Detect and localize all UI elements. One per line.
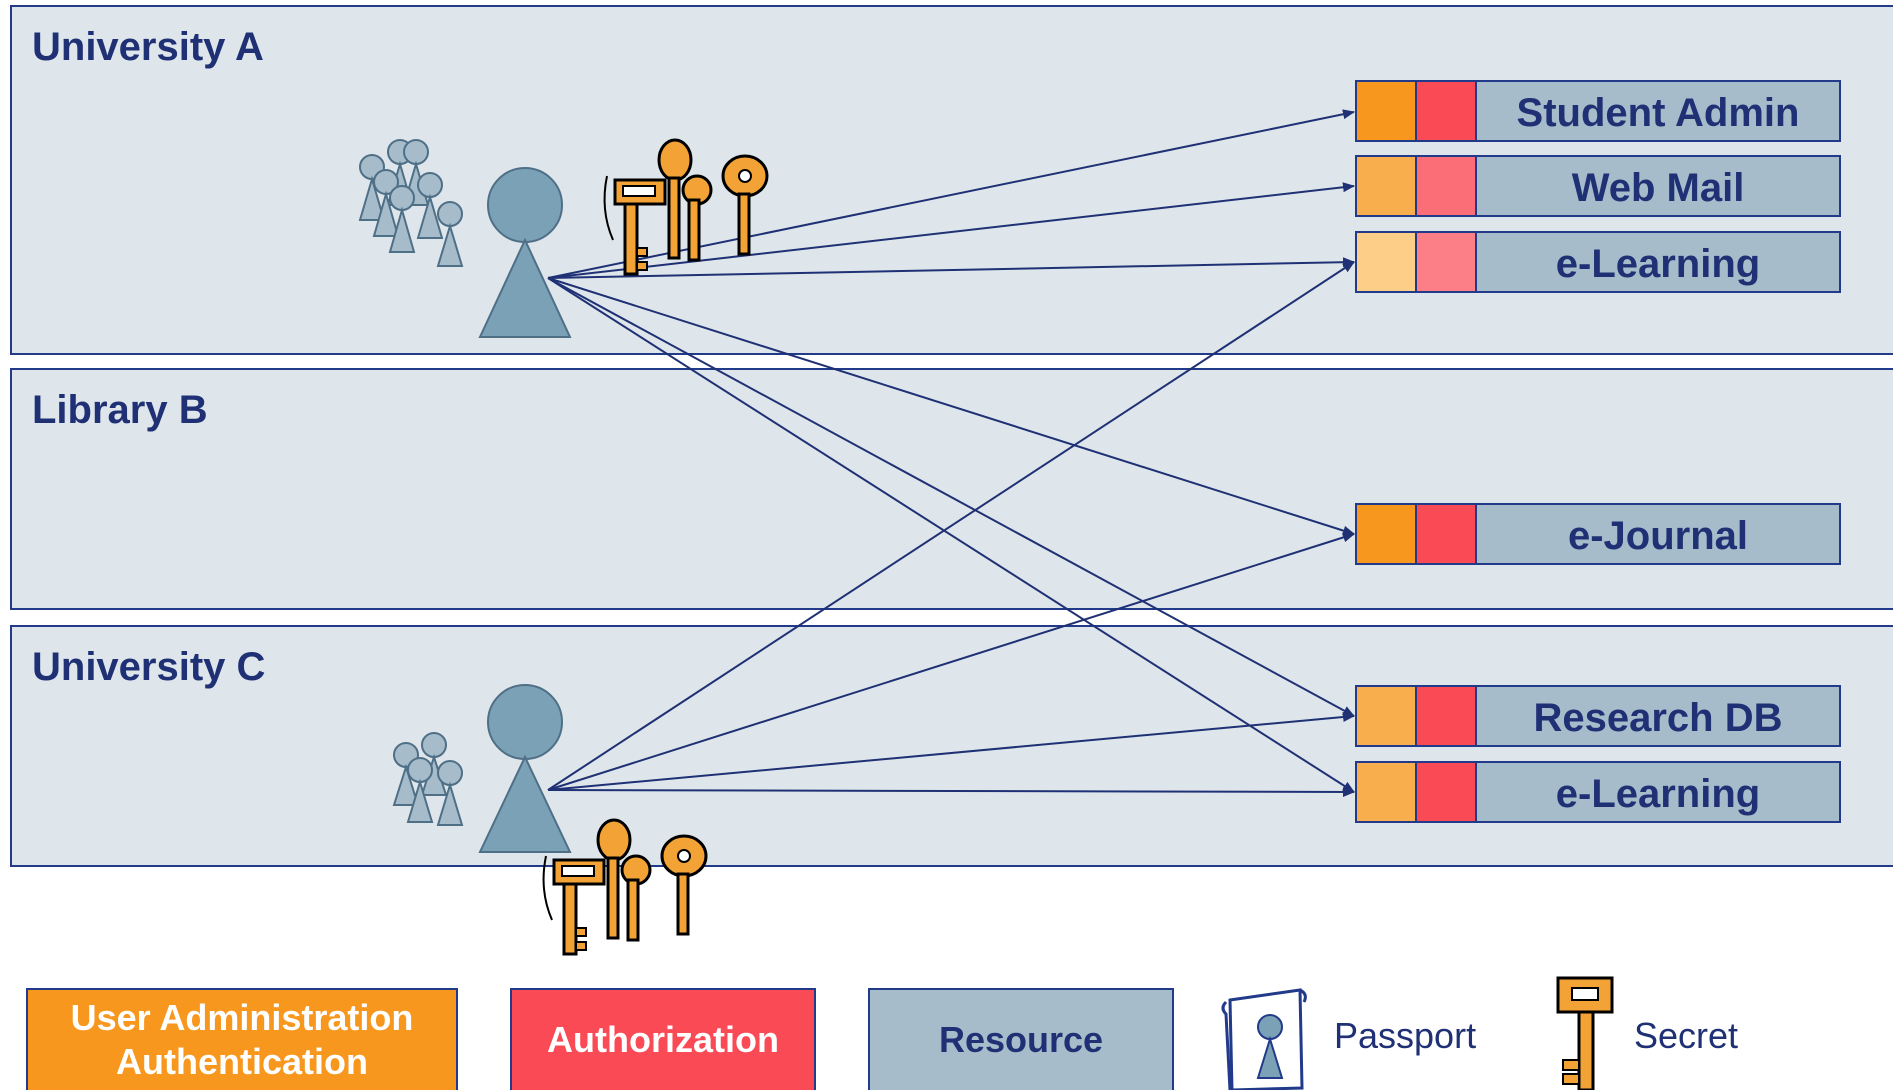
resource-label: Student Admin: [1517, 91, 1800, 135]
zone-title-library-b: Library B: [32, 388, 208, 432]
key-bunch-icon: [542, 818, 708, 956]
resource-student-admin: Student Admin: [1355, 80, 1841, 142]
resource-elearning-c: e-Learning: [1355, 761, 1841, 823]
zone-title-university-c: University C: [32, 645, 266, 689]
zone-title-university-a: University A: [32, 25, 264, 69]
resource-label: Web Mail: [1572, 166, 1745, 210]
legend-authorization: Authorization: [510, 988, 816, 1090]
resource-label: e-Journal: [1568, 514, 1748, 558]
person-icon: [478, 167, 572, 338]
zone-library-b: Library B: [10, 368, 1893, 610]
passport-icon: [1221, 988, 1307, 1090]
key-bunch-icon: [603, 138, 769, 276]
connections-university-c: [547, 261, 1355, 797]
person-icon: [478, 684, 572, 853]
user-group-icon: [392, 732, 464, 826]
legend-user-admin-line2: Authentication: [116, 1041, 368, 1082]
resource-label: e-Learning: [1556, 772, 1760, 816]
resource-elearning-a: e-Learning: [1355, 231, 1841, 293]
legend-passport-label: Passport: [1334, 1015, 1477, 1056]
user-group-icon: [358, 139, 464, 267]
resource-ejournal: e-Journal: [1355, 503, 1841, 565]
legend-secret-label: Secret: [1634, 1015, 1739, 1056]
resource-web-mail: Web Mail: [1355, 155, 1841, 217]
legend-user-admin-line1: User Administration: [70, 997, 414, 1038]
secret-key-icon: [1556, 976, 1614, 1090]
legend-resource-label: Resource: [938, 1019, 1104, 1060]
connections-university-a: [547, 109, 1355, 793]
resource-label: e-Learning: [1556, 242, 1760, 286]
resource-label: Research DB: [1533, 696, 1782, 740]
legend-resource: Resource: [868, 988, 1174, 1090]
resource-research-db: Research DB: [1355, 685, 1841, 747]
legend-user-administration: User Administration Authentication: [26, 988, 458, 1090]
legend-authorization-label: Authorization: [547, 1019, 779, 1060]
